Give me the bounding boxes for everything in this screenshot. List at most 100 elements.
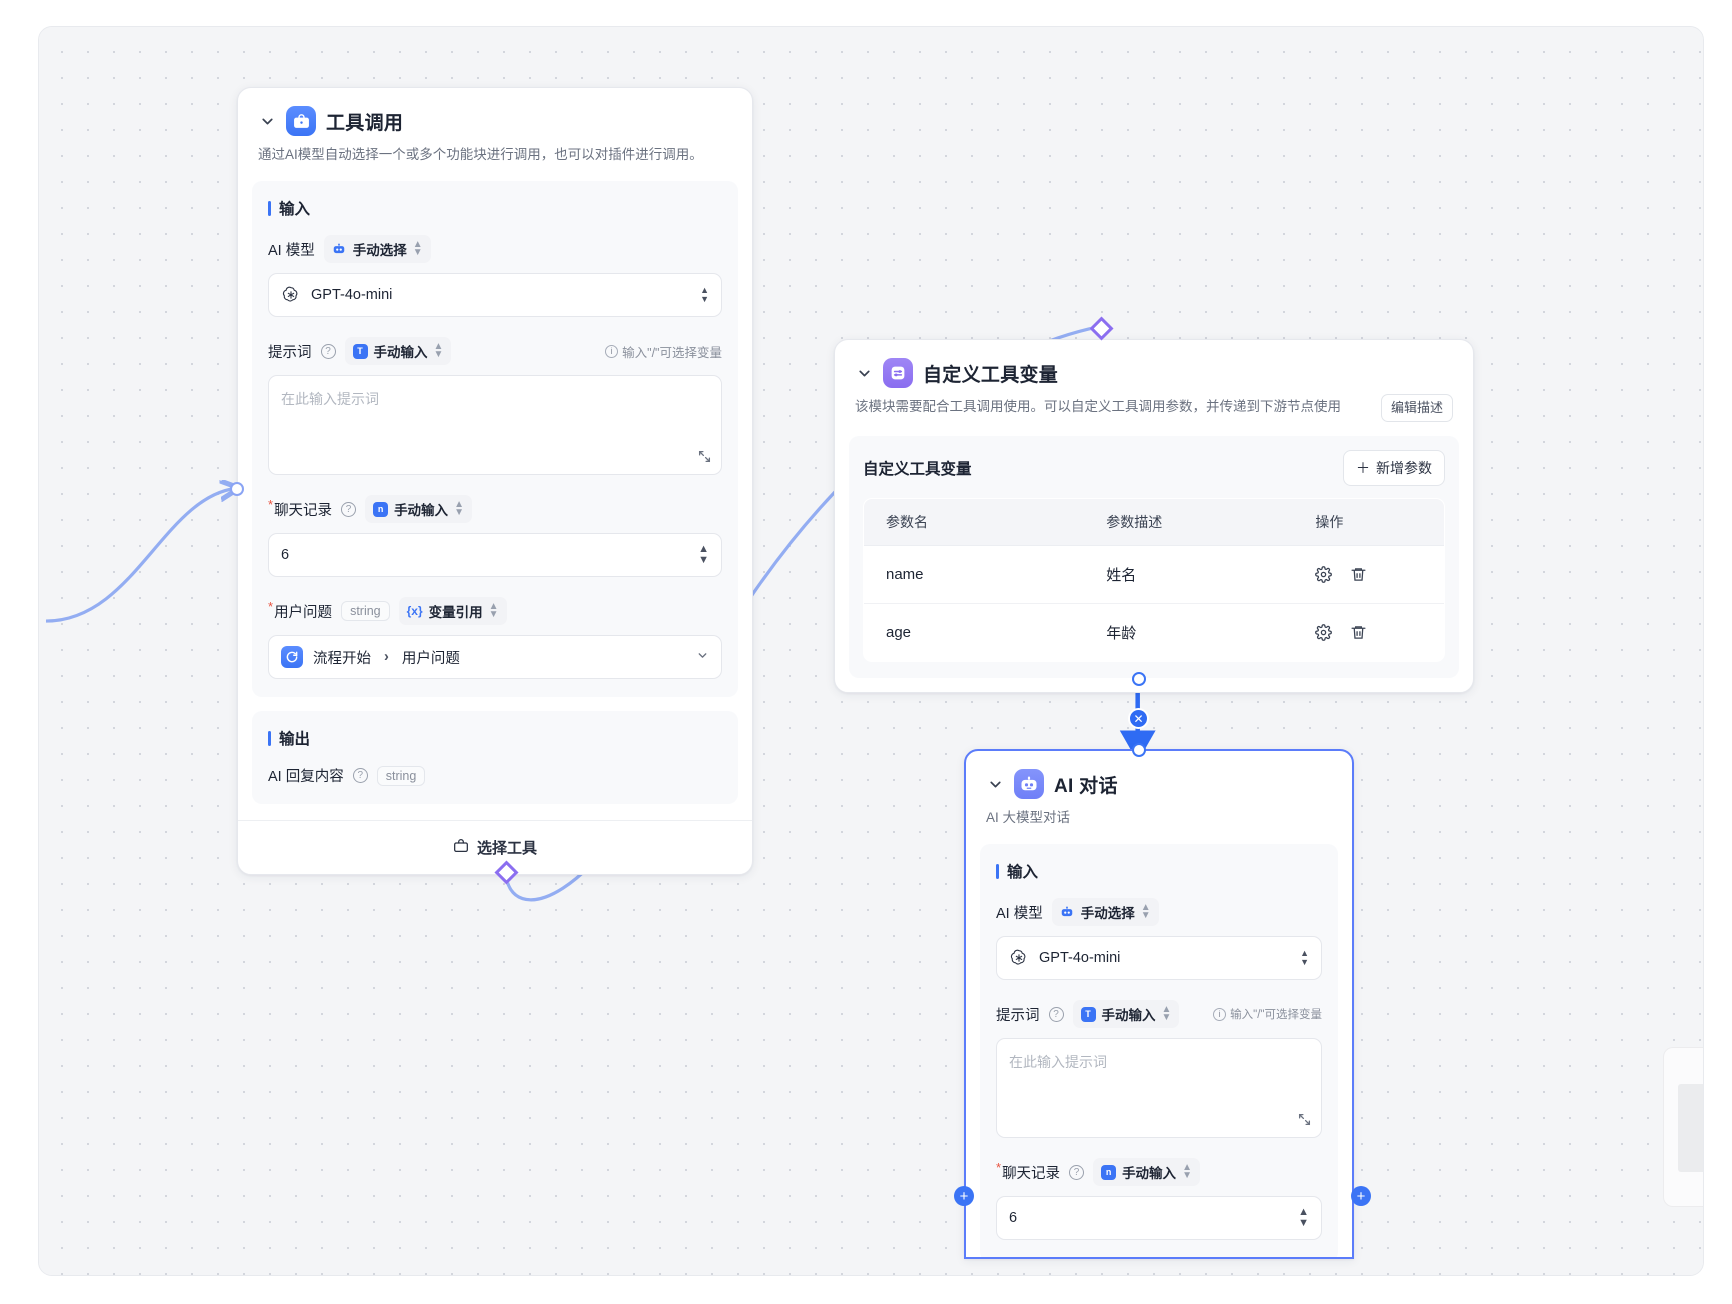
user-question-label: *用户问题 <box>268 598 333 621</box>
chat-history-field-row: *聊天记录 ? n 手动输入 ▲▼ <box>996 1158 1322 1187</box>
window-shell: 工具调用 通过AI模型自动选择一个或多个功能块进行调用，也可以对插件进行调用。 … <box>38 26 1704 1276</box>
panel-content-placeholder <box>1678 1084 1703 1172</box>
table-title: 自定义工具变量 <box>863 460 972 478</box>
gear-icon[interactable] <box>1315 565 1333 583</box>
user-question-field-row: *用户问题 string {x} 变量引用 ▲▼ <box>268 597 722 626</box>
variable-icon <box>883 358 913 388</box>
prompt-mode-select[interactable]: T 手动输入 ▲▼ <box>344 337 452 366</box>
chat-history-field-row: *聊天记录 ? n 手动输入 ▲▼ <box>268 495 722 524</box>
node-header: AI 对话 AI 大模型对话 <box>966 751 1352 828</box>
prompt-mode-label: 手动输入 <box>1101 1008 1156 1024</box>
ai-model-mode-select[interactable]: 手动选择 ▲▼ <box>1051 898 1159 927</box>
prompt-hint: i 输入"/"可选择变量 <box>1213 1006 1322 1022</box>
select-updown-icon[interactable]: ▲▼ <box>700 284 709 305</box>
expand-icon[interactable] <box>698 450 711 466</box>
ai-model-mode-label: 手动选择 <box>352 243 407 259</box>
select-updown-icon[interactable]: ▲▼ <box>1300 947 1309 968</box>
ai-model-mode-select[interactable]: 手动选择 ▲▼ <box>323 235 431 264</box>
gear-icon[interactable] <box>1315 623 1333 641</box>
params-table: 参数名 参数描述 操作 name 姓名 <box>863 497 1445 662</box>
add-param-button[interactable]: ＋ 新增参数 <box>1343 449 1445 486</box>
node-custom-tool-vars[interactable]: 自定义工具变量 该模块需要配合工具调用使用。可以自定义工具调用参数，并传递到下游… <box>834 339 1474 693</box>
openai-icon <box>281 285 301 305</box>
input-section: 输入 AI 模型 手动选择 ▲▼ <box>252 181 738 698</box>
aichat-input-handle[interactable] <box>1132 743 1146 757</box>
trash-icon[interactable] <box>1350 566 1367 583</box>
expand-icon[interactable] <box>1298 1113 1311 1129</box>
chevron-updown-icon: ▲▼ <box>488 601 499 621</box>
help-icon[interactable]: ? <box>341 501 357 517</box>
aichat-left-add-handle[interactable]: + <box>954 1186 974 1206</box>
chat-history-label: *聊天记录 <box>268 496 333 519</box>
number-icon: n <box>373 501 389 517</box>
select-tool-label: 选择工具 <box>476 840 537 858</box>
stepper-updown-icon[interactable]: ▲▼ <box>698 542 709 567</box>
cell-param-name: name <box>864 545 1085 604</box>
table-row[interactable]: age 年龄 <box>864 603 1444 661</box>
help-icon[interactable]: ? <box>352 768 368 784</box>
number-icon: n <box>1101 1164 1117 1180</box>
prompt-label: 提示词 <box>996 1007 1040 1024</box>
chevron-updown-icon: ▲▼ <box>412 239 423 259</box>
prompt-placeholder: 在此输入提示词 <box>281 391 379 408</box>
cell-param-desc: 姓名 <box>1084 545 1294 604</box>
select-tool-button[interactable]: 选择工具 <box>238 820 752 874</box>
node-ai-chat[interactable]: AI 对话 AI 大模型对话 输入 AI 模型 手动选择 <box>964 749 1354 1259</box>
help-icon[interactable]: ? <box>1048 1006 1064 1022</box>
prompt-textarea[interactable]: 在此输入提示词 <box>996 1038 1322 1139</box>
collapse-chevron-icon[interactable] <box>986 775 1004 793</box>
toolbox-icon <box>286 106 316 136</box>
chevron-updown-icon: ▲▼ <box>433 341 444 361</box>
cell-param-name: age <box>864 603 1085 661</box>
collapse-chevron-icon[interactable] <box>855 364 873 382</box>
workflow-canvas[interactable]: 工具调用 通过AI模型自动选择一个或多个功能块进行调用，也可以对插件进行调用。 … <box>39 27 1703 1275</box>
chat-history-stepper[interactable]: 6 ▲▼ <box>268 533 722 578</box>
output-label: AI 回复内容 <box>268 769 344 786</box>
toolvars-output-handle[interactable] <box>1132 672 1146 686</box>
help-icon[interactable]: ? <box>1069 1164 1085 1180</box>
variable-icon: {x} <box>406 604 423 619</box>
flow-start-icon <box>281 646 303 669</box>
prompt-textarea[interactable]: 在此输入提示词 <box>268 375 722 476</box>
node-title: 自定义工具变量 <box>923 364 1059 386</box>
ai-model-label: AI 模型 <box>996 905 1043 922</box>
toolcall-input-handle[interactable] <box>230 482 244 496</box>
cell-param-ops <box>1293 603 1444 661</box>
chat-history-mode-label: 手动输入 <box>1122 1166 1177 1182</box>
plus-icon: ＋ <box>1356 459 1370 476</box>
prompt-mode-label: 手动输入 <box>373 345 428 361</box>
node-tool-call[interactable]: 工具调用 通过AI模型自动选择一个或多个功能块进行调用，也可以对插件进行调用。 … <box>237 87 753 876</box>
robot-icon <box>1014 769 1044 799</box>
chat-history-mode-select[interactable]: n 手动输入 ▲▼ <box>1093 1158 1200 1187</box>
edit-description-button[interactable]: 编辑描述 <box>1380 394 1453 422</box>
node-description: 该模块需要配合工具调用使用。可以自定义工具调用参数，并传递到下游节点使用 编辑描… <box>855 394 1453 422</box>
user-question-ref-select[interactable]: 流程开始 › 用户问题 <box>268 635 722 680</box>
prompt-mode-select[interactable]: T 手动输入 ▲▼ <box>1072 1000 1180 1029</box>
help-icon[interactable]: ? <box>320 343 336 359</box>
trash-icon[interactable] <box>1350 624 1367 641</box>
chevron-down-icon[interactable] <box>696 649 709 665</box>
ai-model-select[interactable]: GPT-4o-mini ▲▼ <box>996 936 1322 981</box>
prompt-label: 提示词 <box>268 344 312 361</box>
cell-param-ops <box>1293 545 1444 604</box>
stepper-updown-icon[interactable]: ▲▼ <box>1298 1205 1309 1230</box>
chat-history-mode-select[interactable]: n 手动输入 ▲▼ <box>365 495 472 524</box>
custom-vars-table-card: 自定义工具变量 ＋ 新增参数 参数名 参数描述 操作 <box>849 435 1459 678</box>
user-question-mode-select[interactable]: {x} 变量引用 ▲▼ <box>398 597 507 626</box>
right-side-panel[interactable] <box>1663 1047 1703 1207</box>
robot-icon <box>1060 905 1075 920</box>
text-icon: T <box>352 343 368 359</box>
edge-delete-button[interactable]: ✕ <box>1128 708 1149 729</box>
table-row[interactable]: name 姓名 <box>864 545 1444 604</box>
ai-model-select[interactable]: GPT-4o-mini ▲▼ <box>268 273 722 318</box>
chat-history-stepper[interactable]: 6 ▲▼ <box>996 1196 1322 1241</box>
chevron-updown-icon: ▲▼ <box>1140 902 1151 922</box>
info-icon: i <box>1213 1007 1227 1021</box>
chat-history-value: 6 <box>281 547 290 564</box>
aichat-right-add-handle[interactable]: + <box>1351 1186 1371 1206</box>
input-section-title: 输入 <box>268 197 722 219</box>
node-description: 通过AI模型自动选择一个或多个功能块进行调用，也可以对插件进行调用。 <box>258 147 703 162</box>
user-question-ref-source: 流程开始 <box>313 650 371 667</box>
collapse-chevron-icon[interactable] <box>258 112 276 130</box>
